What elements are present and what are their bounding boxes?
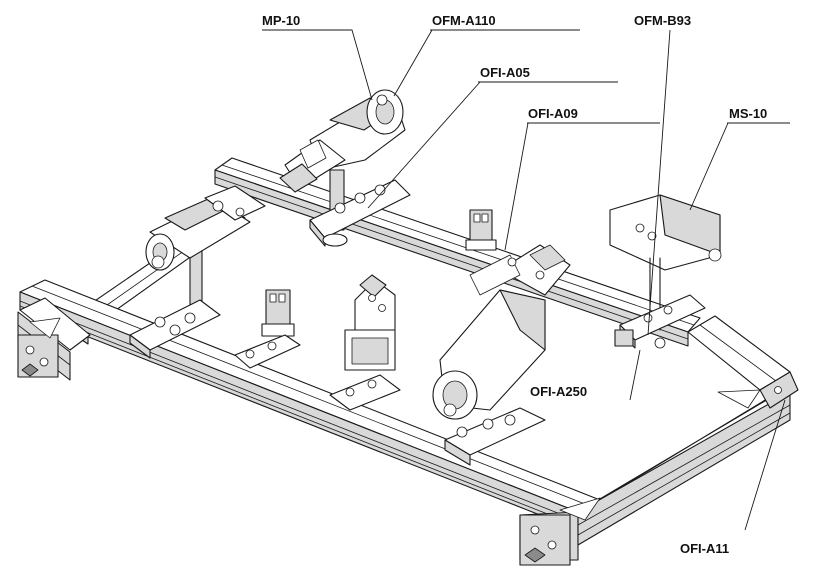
label-ofi-a250: OFI-A250 (530, 384, 587, 399)
corner-cap-front-left (17, 334, 59, 378)
label-ofm-b93: OFM-B93 (634, 13, 691, 28)
label-ms-10: MS-10 (729, 106, 767, 121)
label-ofi-a11: OFI-A11 (680, 541, 729, 556)
corner-cap-back-right (759, 371, 799, 409)
gripper-center-jaw (329, 274, 401, 411)
motor-ofi-a250 (432, 244, 571, 466)
sensor-ms10 (609, 194, 722, 349)
corner-cap-front-right (519, 514, 571, 566)
cylinder-mp10-left (129, 185, 266, 359)
label-mp-10: MP-10 (262, 13, 300, 28)
leader-lines (262, 29, 790, 531)
connector-center (234, 289, 301, 369)
label-ofi-a05: OFI-A05 (480, 65, 530, 80)
label-ofm-a110: OFM-A110 (432, 13, 496, 28)
part-labels: MP-10 OFM-A110 OFM-B93 OFI-A05 OFI-A09 M… (262, 13, 767, 556)
connector-ofi-a09 (465, 209, 497, 251)
label-ofi-a09: OFI-A09 (528, 106, 578, 121)
gripper-ofm-a110 (279, 89, 411, 247)
